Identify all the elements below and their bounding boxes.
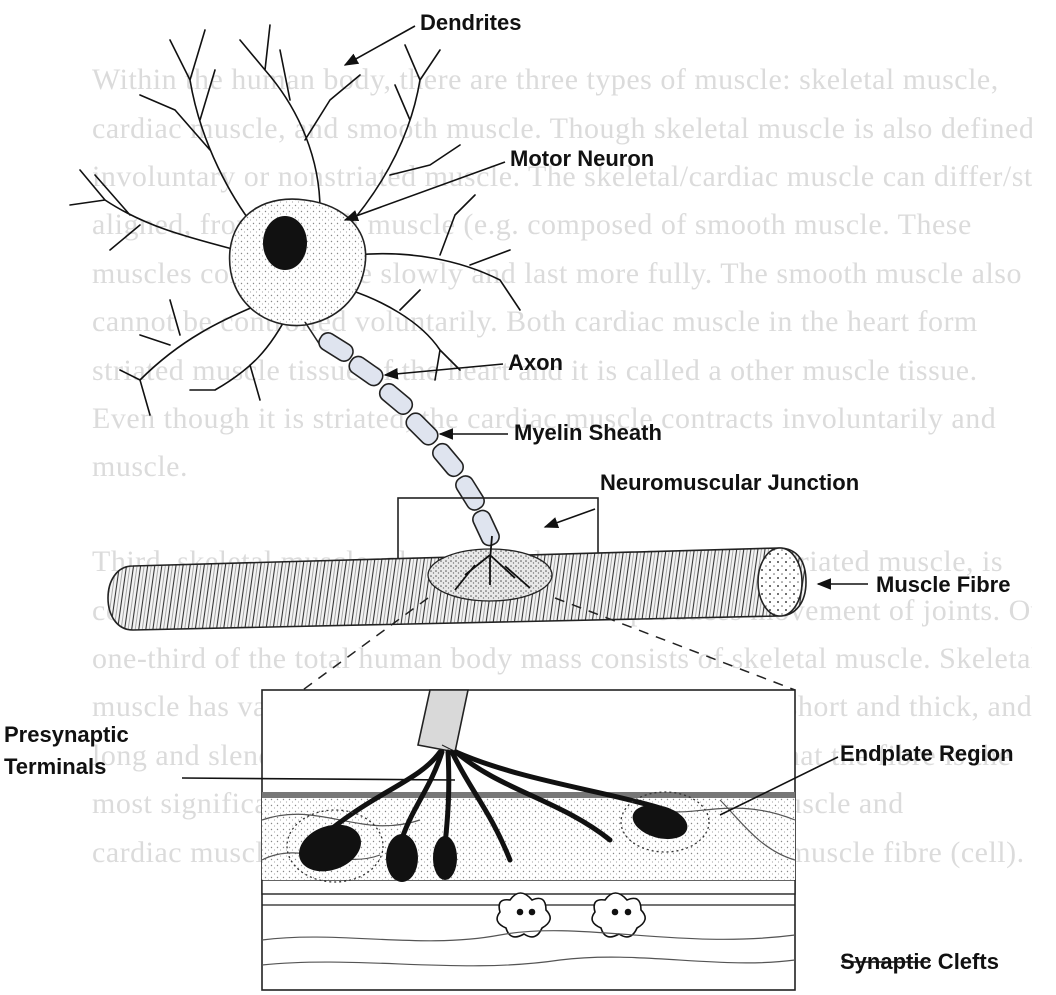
label-myelin-sheath: Myelin Sheath (514, 420, 662, 445)
label-presynaptic-line1: Presynaptic (4, 722, 129, 747)
muscle-fibre (108, 536, 806, 630)
label-axon: Axon (508, 350, 563, 375)
label-presynaptic-line2: Terminals (4, 754, 106, 779)
label-dendrites: Dendrites (420, 10, 521, 35)
nucleus (263, 216, 307, 270)
label-muscle-fibre: Muscle Fibre (876, 572, 1010, 597)
arrow-motor-neuron (345, 162, 505, 220)
arrow-junction (545, 509, 595, 527)
label-neuromuscular-junction: Neuromuscular Junction (600, 470, 859, 495)
arrow-axon (385, 364, 503, 375)
endplate-enlarged (262, 690, 795, 990)
label-synaptic-clefts: Synaptic Clefts (840, 949, 999, 974)
axon (305, 322, 502, 548)
label-motor-neuron: Motor Neuron (510, 146, 654, 171)
label-endplate-region: Endplate Region (840, 741, 1014, 766)
cell-body (230, 199, 366, 325)
